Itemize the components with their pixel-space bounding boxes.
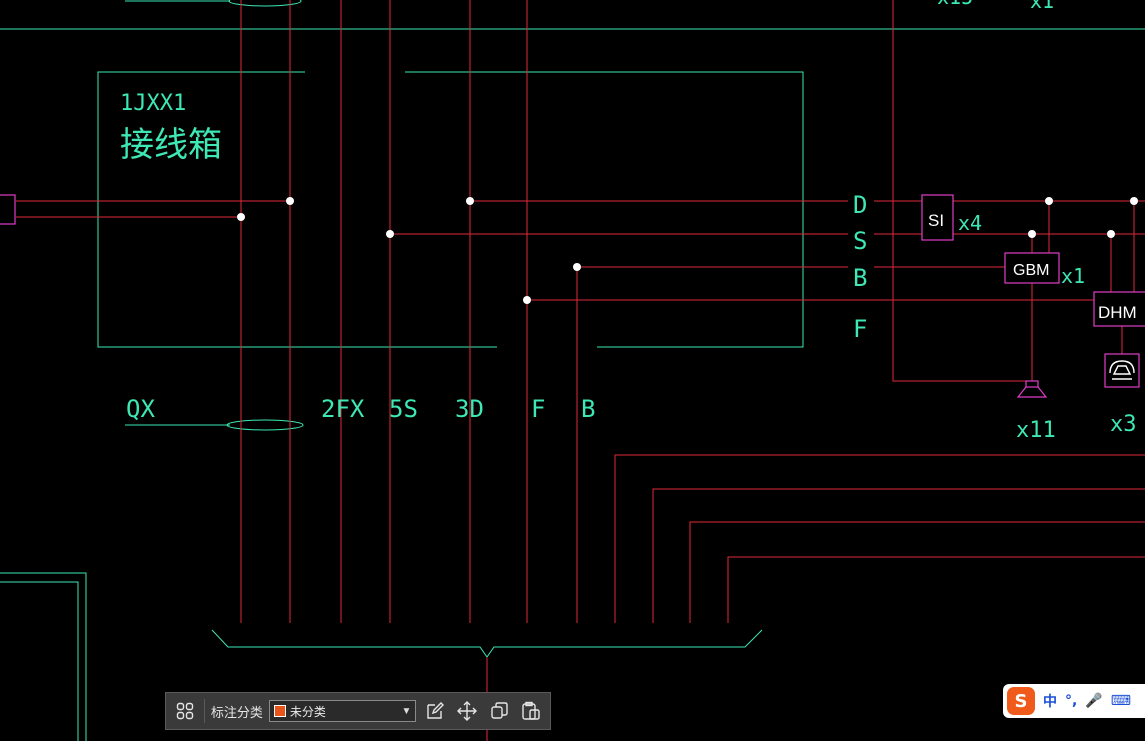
phone-count: x3 bbox=[1110, 412, 1137, 437]
cable-step-1 bbox=[614, 454, 1145, 623]
cable-step-3 bbox=[689, 521, 1145, 623]
paste-icon[interactable] bbox=[518, 698, 544, 724]
junction-dot bbox=[1028, 230, 1036, 238]
frame-outer bbox=[0, 572, 87, 741]
junction-dot bbox=[523, 296, 531, 304]
edit-icon[interactable] bbox=[422, 698, 448, 724]
cable-step-4 bbox=[727, 556, 1145, 623]
ime-logo-icon[interactable]: S bbox=[1007, 687, 1035, 715]
category-color-swatch bbox=[273, 705, 286, 717]
junction-box-code: 1JXX1 bbox=[120, 91, 186, 116]
junction-dot bbox=[1130, 197, 1138, 205]
bus-label-f: F bbox=[853, 315, 867, 343]
cable-step-2 bbox=[652, 488, 1145, 623]
qx-cable-bundle bbox=[226, 419, 304, 431]
dhm-device-box[interactable] bbox=[1093, 291, 1145, 327]
si-device-count: x4 bbox=[958, 211, 982, 235]
category-value: 未分类 bbox=[289, 704, 326, 719]
gbm-device-box[interactable] bbox=[1004, 252, 1060, 284]
frame-inner bbox=[0, 581, 79, 741]
gbm-device-label: GBM bbox=[1013, 262, 1049, 279]
bottom-brace bbox=[211, 629, 763, 658]
junction-dot bbox=[466, 197, 474, 205]
keyboard-icon[interactable]: ⌨ bbox=[1110, 693, 1131, 709]
ime-mode-toggle[interactable]: 中 bbox=[1043, 694, 1057, 710]
cable-label-2fx: 2FX bbox=[321, 395, 365, 423]
gbm-device-count: x1 bbox=[1061, 264, 1085, 288]
junction-dot bbox=[1045, 197, 1053, 205]
phone-icon bbox=[1109, 360, 1135, 380]
cable-label-3d: 3D bbox=[455, 395, 484, 423]
copy-icon[interactable] bbox=[486, 698, 512, 724]
left-device-box[interactable] bbox=[0, 194, 16, 225]
ime-status-bar: S 中 °, 🎤 ⌨ bbox=[1003, 684, 1145, 718]
dhm-device-label: DHM bbox=[1098, 303, 1137, 322]
junction-dot bbox=[386, 230, 394, 238]
junction-box-outline-left bbox=[97, 71, 497, 348]
chevron-down-icon: ▼ bbox=[401, 705, 412, 717]
microphone-icon[interactable]: 🎤 bbox=[1085, 693, 1103, 709]
bus-label-b: B bbox=[853, 264, 867, 292]
si-device-box[interactable] bbox=[921, 194, 954, 241]
annotation-toolbar: 标注分类 未分类 ▼ bbox=[165, 692, 551, 730]
top-label-x1: x1 bbox=[1030, 0, 1054, 13]
junction-dot bbox=[573, 263, 581, 271]
junction-dot bbox=[286, 197, 294, 205]
junction-box-outline-right bbox=[405, 71, 804, 348]
top-label-x15: x15 bbox=[937, 0, 973, 9]
right-riser bbox=[892, 0, 1032, 382]
speaker-count: x11 bbox=[1016, 418, 1056, 443]
cable-label-b: B bbox=[581, 395, 595, 423]
category-dropdown[interactable]: 未分类 ▼ bbox=[268, 700, 417, 722]
bus-label-d: D bbox=[853, 191, 867, 219]
toolbar-separator bbox=[203, 699, 205, 723]
junction-dot bbox=[237, 213, 245, 221]
junction-dot bbox=[1107, 230, 1115, 238]
category-label: 标注分类 bbox=[210, 704, 263, 720]
top-cable-bundle bbox=[228, 0, 302, 7]
si-device-label: SI bbox=[928, 211, 944, 230]
speaker-icon bbox=[1016, 380, 1048, 398]
cable-label-f: F bbox=[531, 395, 545, 423]
move-icon[interactable] bbox=[454, 698, 480, 724]
junction-box-name: 接线箱 bbox=[120, 125, 222, 165]
cable-label-5s: 5S bbox=[389, 395, 418, 423]
grid-icon[interactable] bbox=[172, 698, 198, 724]
ime-punctuation-toggle[interactable]: °, bbox=[1065, 693, 1078, 709]
cable-label-qx: QX bbox=[126, 395, 155, 423]
bus-label-s: S bbox=[853, 227, 867, 255]
